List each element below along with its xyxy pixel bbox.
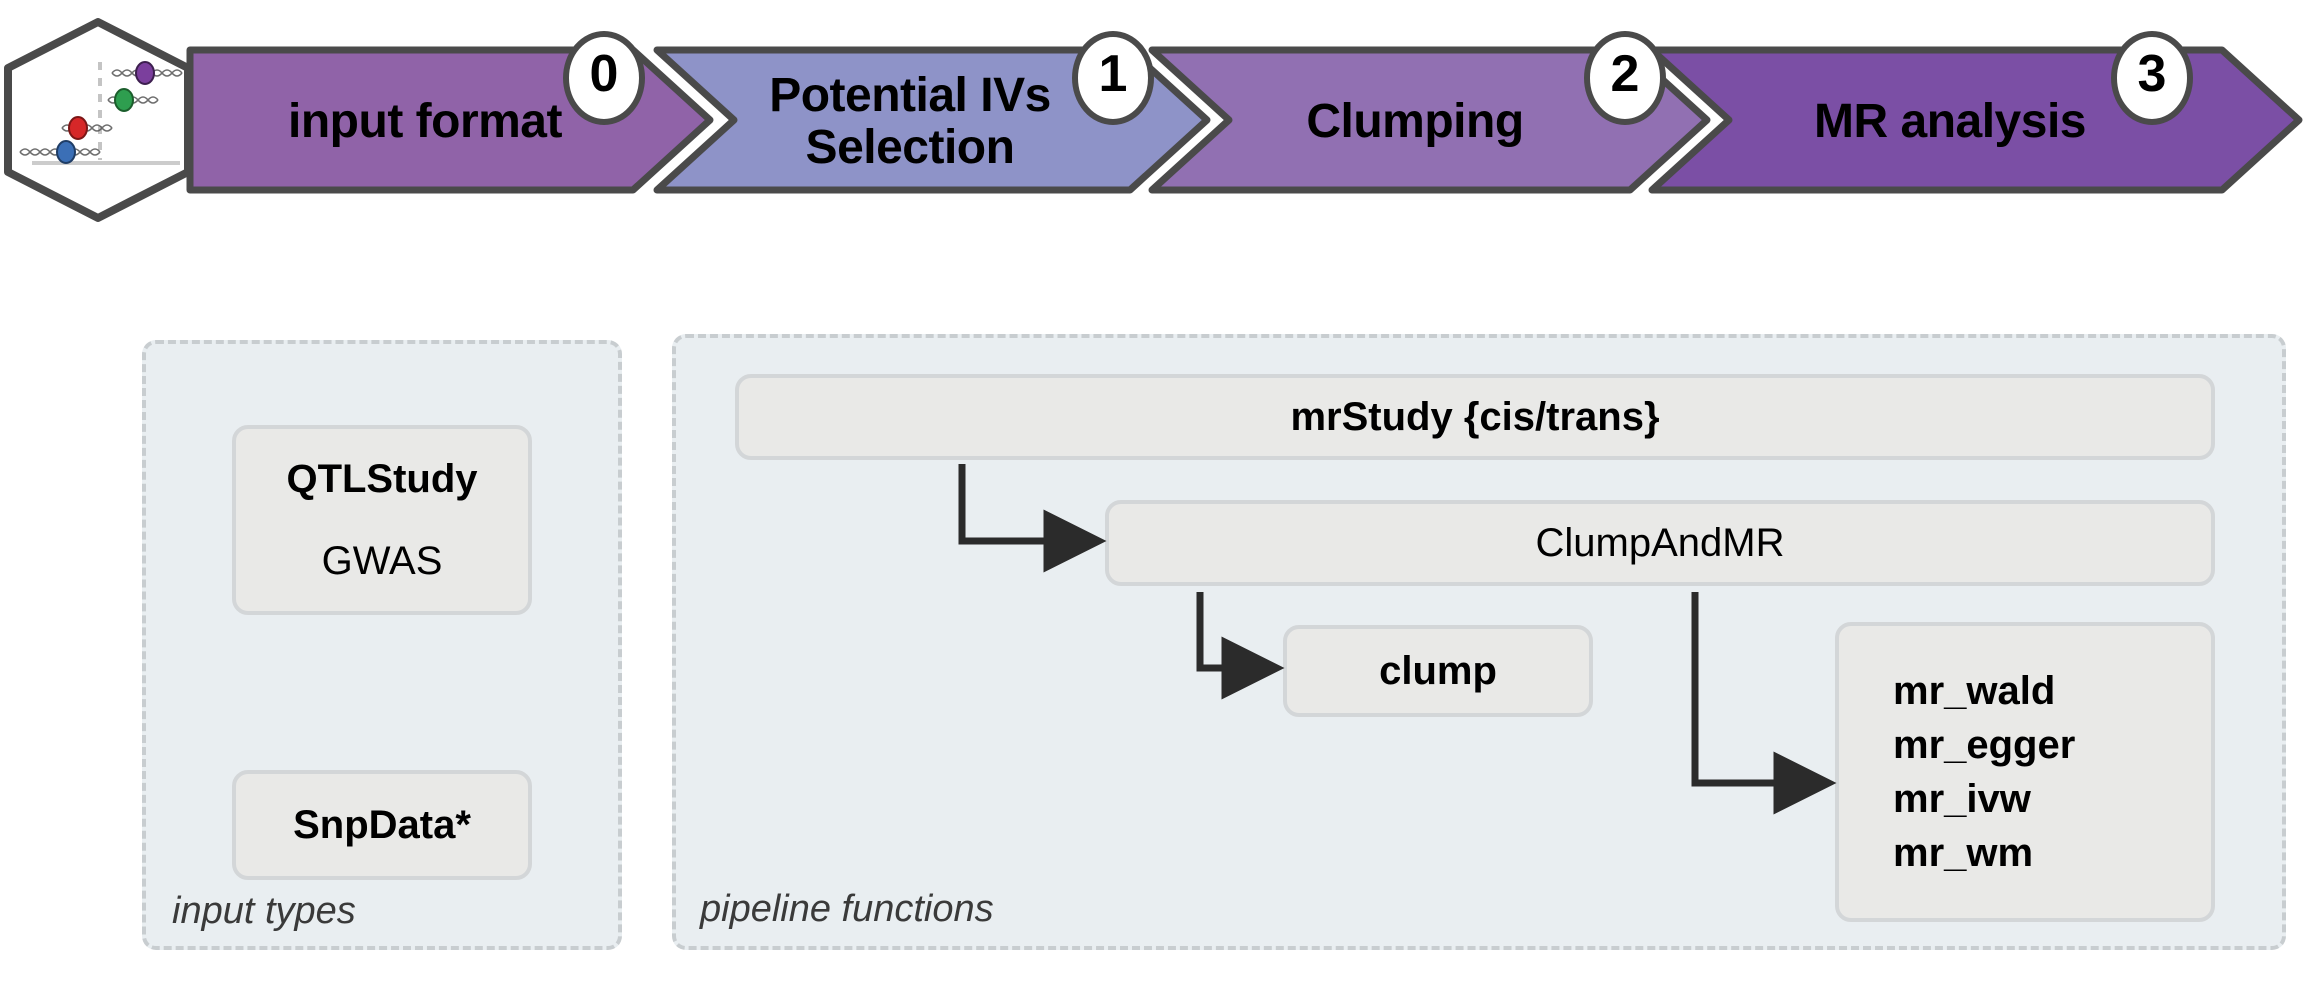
mr-methods-box[interactable]: mr_wald mr_egger mr_ivw mr_wm [1835, 622, 2215, 922]
pipeline-chevron-banner: 0 1 2 3 input format Potential IVs Selec… [0, 0, 2308, 320]
step-badge-3 [2111, 31, 2193, 125]
snpdata-box[interactable]: SnpData* [232, 770, 532, 880]
step-label-2: Clumping [1306, 95, 1524, 148]
step-label-1: Potential IVs Selection [769, 69, 1051, 174]
mr-egger-label: mr_egger [1893, 723, 2076, 767]
green-snp-marker [114, 88, 134, 112]
pipeline-functions-caption: pipeline functions [700, 888, 994, 930]
purple-snp-marker [135, 61, 155, 85]
clump-label: clump [1379, 649, 1497, 693]
step-number-3: 3 [2137, 45, 2167, 103]
mrstudy-label: mrStudy {cis/trans} [1290, 395, 1660, 439]
step-badge-1 [1072, 31, 1154, 125]
step-label-0: input format [288, 95, 562, 148]
step-label-3: MR analysis [1814, 95, 2086, 148]
snpdata-label: SnpData* [293, 803, 471, 847]
blue-snp-marker [56, 140, 76, 164]
mr-wald-label: mr_wald [1893, 669, 2056, 713]
chevron-shapes [4, 18, 2303, 222]
mr-ivw-label: mr_ivw [1893, 777, 2031, 821]
step-number-2: 2 [1610, 45, 1640, 103]
mr-wm-label: mr_wm [1893, 831, 2034, 875]
qtlstudy-label: QTLStudy [286, 457, 478, 501]
gwas-locus-hexagon-logo [4, 18, 192, 222]
gwas-label: GWAS [321, 539, 443, 583]
step-badge-0 [563, 31, 645, 125]
step-badge-2 [1584, 31, 1666, 125]
clumpandmr-label: ClumpAndMR [1535, 521, 1785, 565]
step-number-0: 0 [589, 45, 619, 103]
step-number-1: 1 [1098, 45, 1128, 103]
hexagon-outline [4, 18, 192, 222]
input-types-caption: input types [172, 890, 356, 932]
red-snp-marker [68, 116, 88, 140]
mrstudy-box[interactable]: mrStudy {cis/trans} [735, 374, 2215, 460]
clump-box[interactable]: clump [1283, 625, 1593, 717]
qtlstudy-gwas-box[interactable]: QTLStudy GWAS [232, 425, 532, 615]
clumpandmr-box[interactable]: ClumpAndMR [1105, 500, 2215, 586]
